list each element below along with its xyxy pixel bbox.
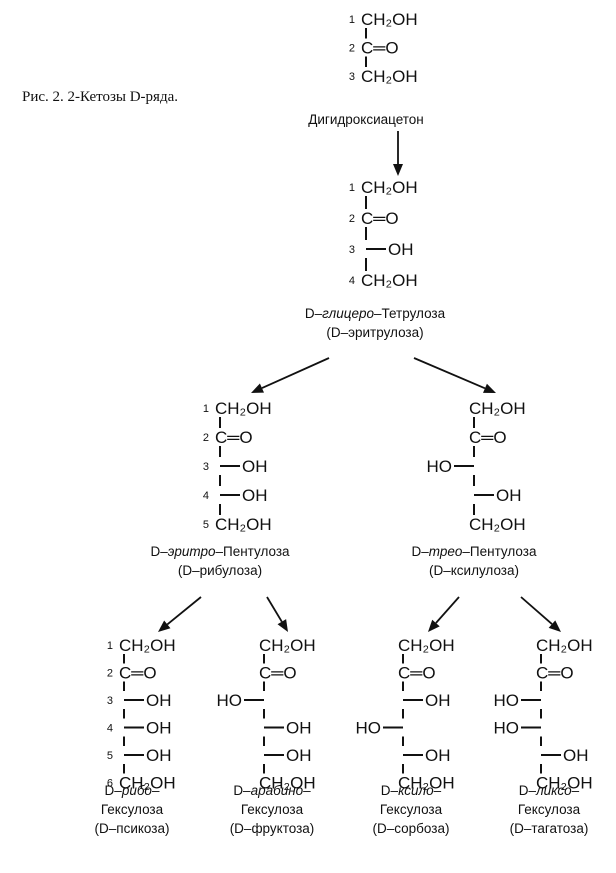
arrow (266, 596, 288, 632)
carbon-number: 1 (107, 640, 113, 652)
arrow (251, 357, 330, 393)
carbon-number: 5 (203, 519, 209, 531)
arrow (413, 357, 496, 393)
hydroxyl-right: OH (388, 240, 414, 259)
hydroxyl-right: OH (242, 486, 268, 505)
hydroxyl-left: HO (494, 691, 520, 710)
compound-name-line: D–глицеро–Тетрулоза (305, 306, 446, 321)
compound-name-line: Гексулоза (101, 802, 164, 817)
hydroxyl-right: OH (146, 746, 172, 765)
carbon-number: 2 (349, 213, 355, 225)
carbonyl-group: C═O (215, 428, 253, 447)
carbonyl-group: C═O (119, 664, 157, 683)
ch2oh-group: CH₂OH (119, 636, 176, 655)
carbonyl-group: C═O (469, 428, 507, 447)
hydroxyl-right: OH (286, 719, 312, 738)
compound-xylulose: CH₂OH C═O HO OH CH₂OH D–трео–Пентулоза (D–ксил… (412, 399, 537, 578)
carbon-number: 1 (349, 182, 355, 194)
compound-name-line: (D–ксилулоза) (429, 563, 519, 578)
carbonyl-group: C═O (398, 664, 436, 683)
carbonyl-group: C═O (361, 39, 399, 58)
hydroxyl-left: HO (356, 719, 382, 738)
arrow (428, 596, 460, 632)
ch2oh-group: CH₂OH (398, 774, 455, 793)
carbon-number: 3 (107, 695, 113, 707)
ch2oh-group: CH₂OH (259, 636, 316, 655)
hydroxyl-right: OH (146, 719, 172, 738)
ch2oh-group: CH₂OH (536, 774, 593, 793)
compound-name-line: Гексулоза (380, 802, 443, 817)
carbon-number: 2 (203, 432, 209, 444)
compound-name-line: Гексулоза (241, 802, 304, 817)
hydroxyl-right: OH (242, 457, 268, 476)
carbon-number: 1 (349, 14, 355, 26)
carbon-number: 1 (203, 403, 209, 415)
arrow (158, 596, 202, 632)
compound-name-line: (D–эритрулоза) (326, 325, 423, 340)
compound-name-line: D–ликсо– (519, 783, 580, 798)
ch2oh-group: CH₂OH (361, 10, 418, 29)
ch2oh-group: CH₂OH (398, 636, 455, 655)
compound-name-line: (D–рибулоза) (178, 563, 262, 578)
arrow (393, 131, 403, 176)
carbon-number: 4 (349, 275, 355, 287)
ch2oh-group: CH₂OH (361, 178, 418, 197)
hydroxyl-right: OH (286, 746, 312, 765)
hydroxyl-left: HO (217, 691, 243, 710)
compound-name-line: (D–псикоза) (95, 821, 170, 836)
ch2oh-group: CH₂OH (361, 67, 418, 86)
ch2oh-group: CH₂OH (469, 399, 526, 418)
hydroxyl-left: HO (427, 457, 453, 476)
carbonyl-group: C═O (536, 664, 574, 683)
compound-name-line: D–эритро–Пентулоза (150, 544, 290, 559)
compound-name-line: Дигидроксиацетон (308, 112, 424, 127)
ch2oh-group: CH₂OH (119, 774, 176, 793)
hydroxyl-right: OH (146, 691, 172, 710)
carbon-number: 4 (203, 490, 209, 502)
carbon-number: 6 (107, 778, 113, 790)
carbon-number: 2 (107, 668, 113, 680)
ch2oh-group: CH₂OH (259, 774, 316, 793)
compound-tagatose: CH₂OHC═OHOHOOHCH₂OHD–ликсо–Гексулоза(D–т… (494, 636, 593, 836)
carbon-number: 4 (107, 723, 113, 735)
hydroxyl-right: OH (563, 746, 589, 765)
compound-name-line: Гексулоза (518, 802, 581, 817)
compound-sorbose: CH₂OHC═OOHHOOHCH₂OHD–ксило–Гексулоза(D–с… (356, 636, 455, 836)
compound-name-line: (D–тагатоза) (510, 821, 589, 836)
ch2oh-group: CH₂OH (469, 515, 526, 534)
compound-name-line: D–рибо– (105, 783, 160, 798)
carbonyl-group: C═O (361, 209, 399, 228)
hydroxyl-left: HO (494, 719, 520, 738)
arrow (520, 596, 561, 632)
carbon-number: 3 (349, 71, 355, 83)
carbon-number: 3 (203, 461, 209, 473)
carbon-number: 2 (349, 43, 355, 55)
compound-name-line: (D–сорбоза) (373, 821, 450, 836)
hydroxyl-right: OH (425, 746, 451, 765)
hydroxyl-right: OH (425, 691, 451, 710)
ch2oh-group: CH₂OH (536, 636, 593, 655)
compound-name-line: D–ксило– (381, 783, 442, 798)
carbon-number: 5 (107, 750, 113, 762)
hydroxyl-right: OH (496, 486, 522, 505)
ch2oh-group: CH₂OH (215, 515, 272, 534)
compound-name-line: D–трео–Пентулоза (412, 544, 537, 559)
compound-name-line: D–арабино– (233, 783, 311, 798)
ch2oh-group: CH₂OH (361, 271, 418, 290)
compound-fructose: CH₂OHC═OHOOHOHCH₂OHD–арабино–Гексулоза(D… (217, 636, 316, 836)
ch2oh-group: CH₂OH (215, 399, 272, 418)
compound-name-line: (D–фруктоза) (230, 821, 315, 836)
figure-caption: Рис. 2. 2-Кетозы D-ряда. (22, 89, 178, 105)
carbon-number: 3 (349, 244, 355, 256)
arrows-layer (158, 131, 561, 632)
carbonyl-group: C═O (259, 664, 297, 683)
